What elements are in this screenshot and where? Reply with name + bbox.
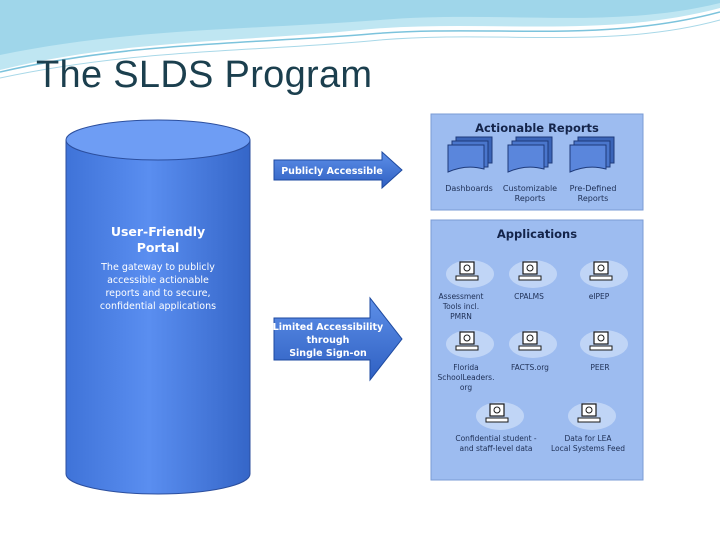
app-label: eIPEP (589, 292, 610, 301)
computer-icon (580, 330, 628, 358)
portal-title-line1: User-Friendly (111, 224, 205, 239)
app-label: org (460, 383, 473, 392)
app-label: PEER (590, 363, 609, 372)
app-label: Confidential student - (455, 434, 537, 443)
report-label: Dashboards (445, 184, 493, 193)
reports-panel-title: Actionable Reports (475, 121, 599, 135)
app-label: and staff-level data (460, 444, 533, 453)
slide-title: The SLDS Program (36, 54, 373, 96)
app-label: CPALMS (514, 292, 544, 301)
applications-panel-title: Applications (497, 227, 577, 241)
pre-defined-report-icon (569, 136, 615, 173)
portal-desc-line: reports and to secure, (105, 288, 210, 299)
portal-desc-line: accessible actionable (107, 275, 209, 286)
customizable-report-icon (507, 136, 553, 173)
header-wave-decoration (0, 0, 720, 79)
app-label: FACTS.org (511, 363, 549, 372)
dashboards-report-icon (447, 136, 493, 173)
app-label: Tools incl. (442, 302, 479, 311)
report-label: Reports (578, 194, 609, 203)
limited-access-label: Single Sign-on (289, 348, 367, 359)
limited-access-label: Limited Accessibility (273, 322, 384, 333)
computer-icon (509, 260, 557, 288)
computer-icon (509, 330, 557, 358)
limited-access-label: through (307, 335, 350, 346)
portal-title-line2: Portal (137, 240, 180, 255)
app-label: Florida (453, 363, 479, 372)
computer-icon (568, 402, 616, 430)
applications-panel: Applications (430, 219, 644, 481)
portal-desc-line: The gateway to publicly (100, 262, 215, 273)
computer-icon (446, 260, 494, 288)
app-label: PMRN (450, 312, 472, 321)
computer-icon (446, 330, 494, 358)
report-label: Customizable (503, 184, 557, 193)
portal-desc-line: confidential applications (100, 301, 216, 312)
public-access-arrow: Publicly Accessible (273, 150, 403, 190)
app-label: SchoolLeaders. (438, 373, 495, 382)
app-label: Assessment (439, 292, 484, 301)
report-label: Reports (515, 194, 546, 203)
report-label: Pre-Defined (570, 184, 617, 193)
computer-icon (476, 402, 524, 430)
portal-cylinder: User-Friendly Portal The gateway to publ… (65, 119, 251, 495)
public-access-label: Publicly Accessible (281, 166, 383, 177)
limited-access-arrow: Limited Accessibility through Single Sig… (273, 296, 403, 382)
actionable-reports-panel: Actionable Reports Dashboards Customizab… (430, 113, 644, 211)
app-label: Local Systems Feed (551, 444, 625, 453)
app-label: Data for LEA (564, 434, 612, 443)
computer-icon (580, 260, 628, 288)
